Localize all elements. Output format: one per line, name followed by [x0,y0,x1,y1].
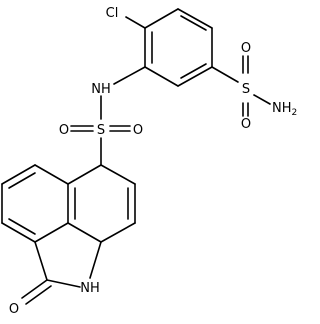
oxygen-atom-bottom: O [241,117,251,132]
oxygen-atom-left: O [59,123,69,138]
amino-nh2-group: NH2 [272,101,297,118]
bond [100,222,136,243]
bond [8,172,36,189]
bond [125,16,146,29]
bonds [1,8,271,305]
bond [180,63,207,79]
oxygen-atom-top: O [241,41,251,56]
lactam-nh-atom: NH [80,281,100,296]
bond [211,66,239,83]
amino-subscript-2: 2 [292,108,298,118]
bond [67,164,102,185]
bond [180,15,207,31]
chemical-structure-diagram: Cl NH S O O S O O NH2 NH O [1,6,297,317]
bond [34,241,48,281]
bond [8,218,36,235]
amino-nh-label: NH [272,101,292,116]
bond [144,66,179,87]
atom-labels: Cl NH S O O S O O NH2 NH O [9,6,297,317]
oxygen-atom-right: O [133,123,143,138]
bond [1,164,36,185]
carbonyl-oxygen-atom: O [9,302,19,317]
bond [113,66,146,85]
bond [1,222,36,243]
amine-nh-atom: NH [91,82,111,97]
bond [67,222,102,243]
bond [253,94,271,105]
bond [89,241,102,279]
bond [21,279,48,299]
sulfur-atom-right: S [242,82,250,97]
bond [34,222,69,243]
sulfur-atom-center: S [97,123,105,138]
bond [100,164,136,185]
bond [144,8,179,29]
bond [177,66,213,87]
chlorine-atom: Cl [106,6,119,21]
bond [34,164,69,185]
bond [177,8,213,29]
bond [46,279,81,288]
bond [25,285,52,305]
